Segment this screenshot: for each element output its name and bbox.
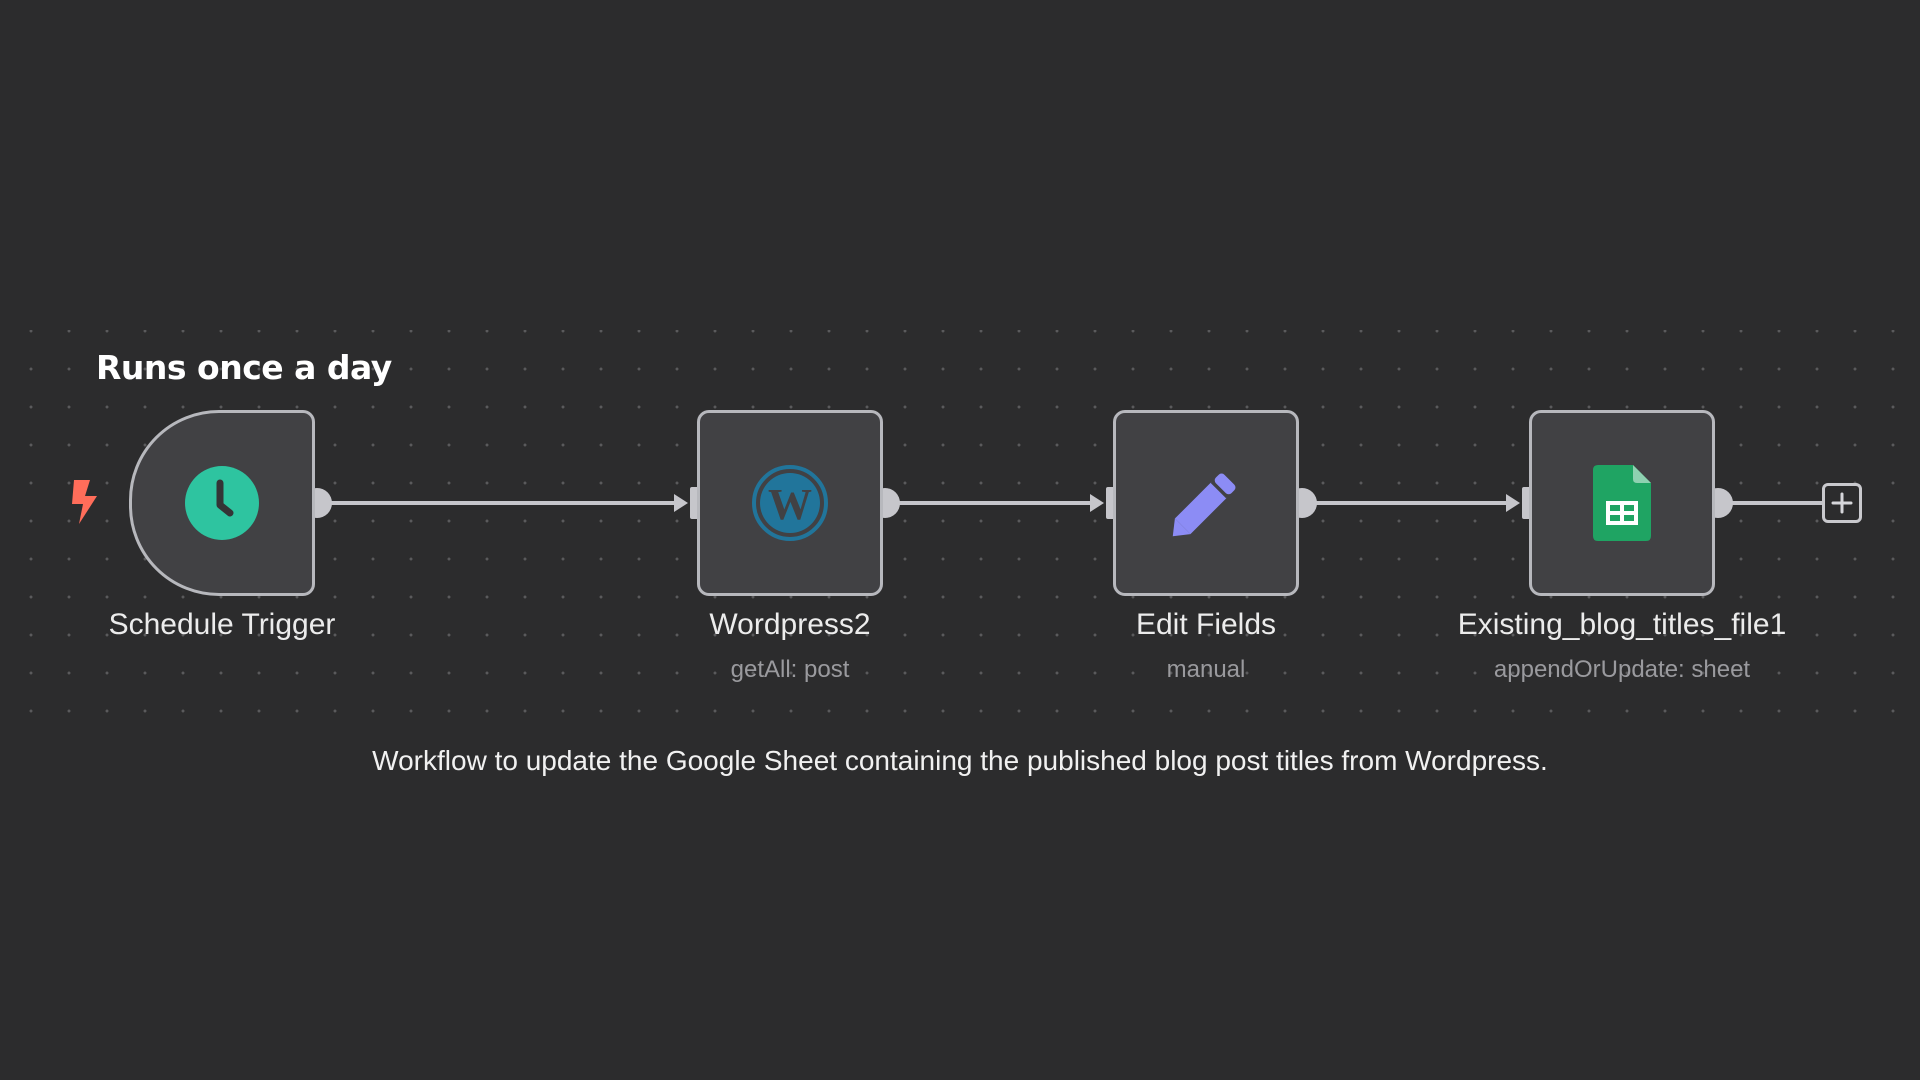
node-subtitle-wordpress: getAll: post [730, 656, 850, 683]
node-google-sheets[interactable] [1529, 410, 1715, 596]
google-sheets-icon [1593, 465, 1651, 541]
arrowhead-wordpress [674, 494, 688, 512]
clock-icon [185, 466, 259, 540]
plus-icon [1831, 492, 1853, 514]
workflow-caption: Workflow to update the Google Sheet cont… [372, 745, 1548, 776]
pencil-icon [1172, 473, 1236, 537]
wordpress-icon: W [752, 465, 828, 541]
trigger-bolt-icon [72, 480, 97, 524]
node-label-edit-fields: Edit Fields [1135, 608, 1277, 641]
sticky-note-title: Runs once a day [96, 348, 392, 387]
node-label-wordpress: Wordpress2 [709, 608, 871, 641]
node-schedule-trigger[interactable] [129, 410, 315, 596]
node-subtitle-edit-fields: manual [1166, 656, 1246, 683]
node-subtitle-google-sheets: appendOrUpdate: sheet [1493, 656, 1751, 683]
node-label-schedule-trigger: Schedule Trigger [108, 608, 336, 641]
svg-text:W: W [768, 480, 812, 529]
arrowhead-edit-fields [1090, 494, 1104, 512]
node-edit-fields[interactable] [1113, 410, 1299, 596]
node-wordpress[interactable]: W [697, 410, 883, 596]
add-node-button[interactable] [1822, 483, 1862, 523]
node-label-google-sheets: Existing_blog_titles_file1 [1457, 608, 1787, 641]
arrowhead-sheets [1506, 494, 1520, 512]
